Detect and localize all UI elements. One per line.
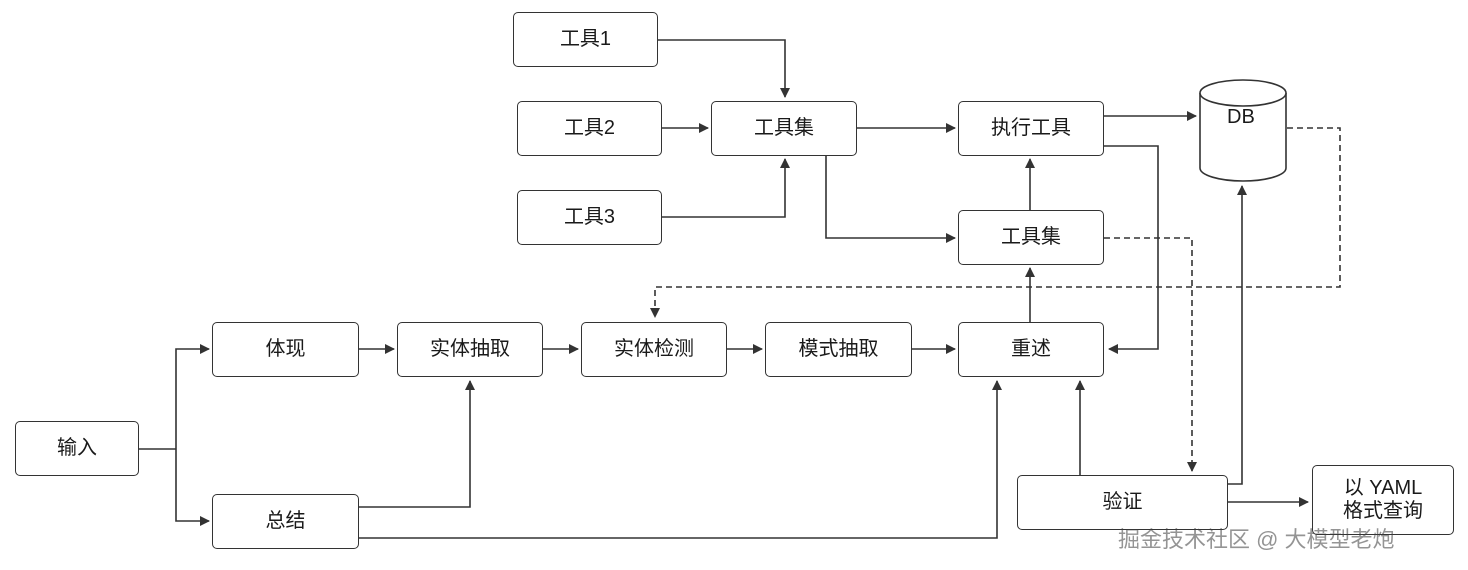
entity-extract-node: 实体抽取	[397, 322, 543, 377]
watermark: 掘金技术社区 @ 大模型老炮	[1118, 527, 1395, 552]
toolset-top-node: 工具集	[711, 101, 857, 156]
pattern-extract-node: 模式抽取	[765, 322, 912, 377]
execute-tool-label: 执行工具	[991, 117, 1071, 139]
tool1-label: 工具1	[559, 28, 612, 50]
tool2-label: 工具2	[563, 117, 616, 139]
db-cylinder	[1199, 79, 1287, 182]
restate-node: 重述	[958, 322, 1104, 377]
restate-label: 重述	[1011, 338, 1051, 360]
yaml-query-label: 以 YAML 格式查询	[1343, 477, 1423, 522]
summary-node: 总结	[212, 494, 359, 549]
pattern-extract-label: 模式抽取	[798, 338, 879, 360]
input-node: 输入	[15, 421, 139, 476]
embody-node: 体现	[212, 322, 359, 377]
embody-label: 体现	[265, 338, 306, 360]
db-label: DB	[1227, 106, 1255, 128]
tool2-node: 工具2	[517, 101, 662, 156]
tool1-node: 工具1	[513, 12, 658, 67]
execute-tool-node: 执行工具	[958, 101, 1104, 156]
toolset-top-label: 工具集	[754, 117, 814, 139]
tool3-node: 工具3	[517, 190, 662, 245]
yaml-query-node: 以 YAML 格式查询	[1312, 465, 1454, 535]
tool3-label: 工具3	[563, 206, 616, 228]
edge-tool3-toolset	[662, 158, 790, 218]
edge-tool1-toolset	[658, 39, 790, 98]
edge-summary-restate	[359, 380, 1002, 539]
edge-input-embody	[175, 344, 210, 449]
edge-db-entitydetect-dashed	[650, 127, 1341, 318]
edge-input-summary	[175, 449, 210, 526]
verify-node: 验证	[1017, 475, 1228, 530]
edge-toolsetmid-verify-dashed	[1104, 237, 1197, 472]
entity-detect-node: 实体检测	[581, 322, 727, 377]
edge-summary-entityextract	[359, 380, 475, 508]
summary-label: 总结	[265, 510, 306, 532]
entity-detect-label: 实体检测	[614, 338, 694, 360]
edge-execute-restate	[1104, 145, 1159, 354]
verify-label: 验证	[1102, 491, 1143, 513]
toolset-mid-label: 工具集	[1001, 226, 1061, 248]
edge-verify-db	[1228, 185, 1247, 485]
input-label: 输入	[57, 437, 97, 459]
edge-toolset-toolsetmid	[825, 155, 956, 243]
entity-extract-label: 实体抽取	[430, 338, 510, 360]
toolset-mid-node: 工具集	[958, 210, 1104, 265]
